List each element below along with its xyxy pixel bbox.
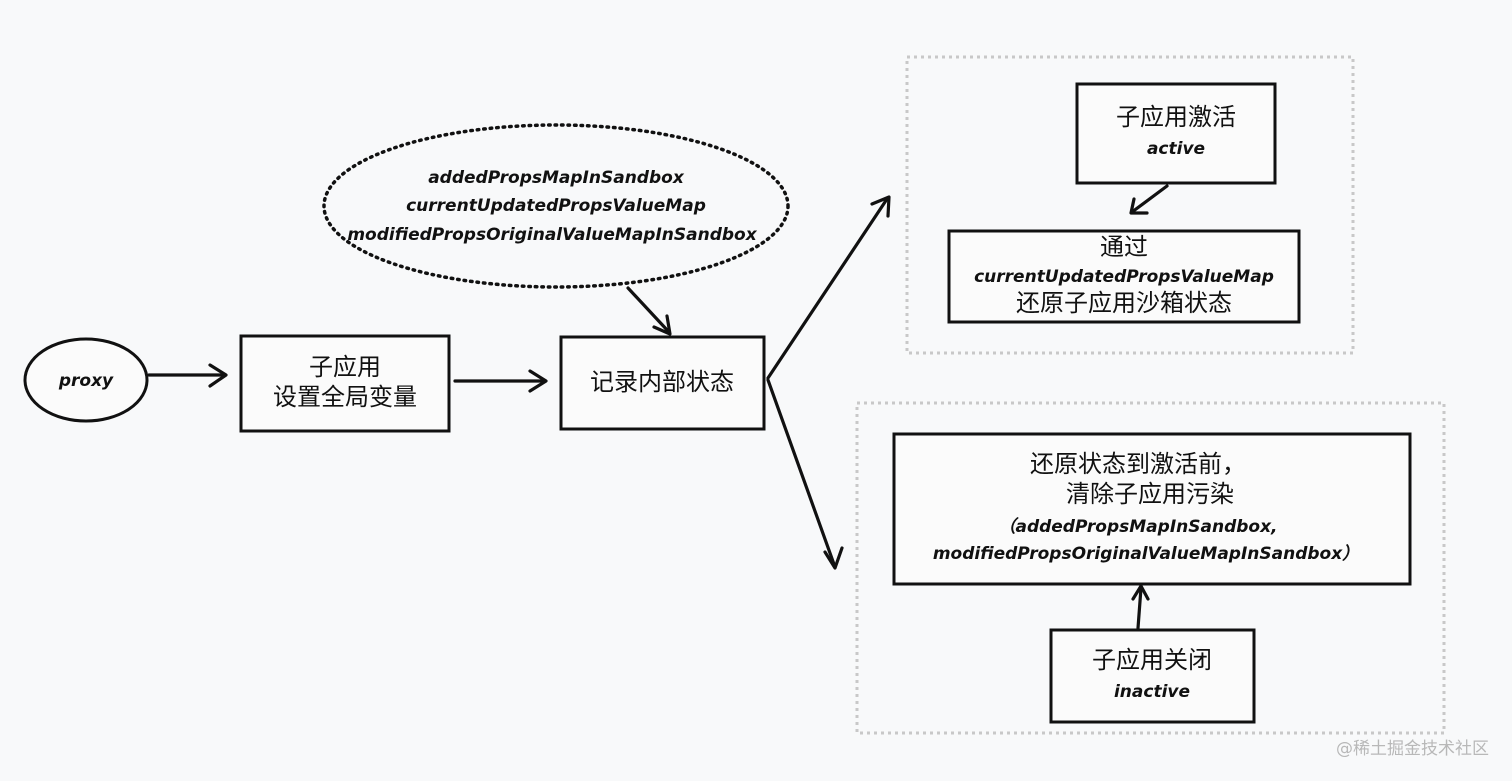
proxy-node — [23, 337, 149, 423]
record-state-node — [559, 335, 766, 431]
deactivate-subtitle: inactive — [1114, 682, 1190, 702]
deactivate-title: 子应用关闭 — [1092, 646, 1212, 674]
restore-before-line1: 还原状态到激活前， — [1030, 450, 1246, 478]
cloud-line2: currentUpdatedPropsValueMap — [406, 196, 706, 216]
set-globals-line2: 设置全局变量 — [273, 383, 417, 411]
arrow-record-to-active-group — [766, 195, 891, 380]
state-maps-cloud — [322, 123, 790, 289]
restore-before-line3: （addedPropsMapInSandbox, — [998, 517, 1277, 537]
arrow-activate-to-restore — [1129, 184, 1169, 215]
restore-sandbox-line2: currentUpdatedPropsValueMap — [974, 267, 1274, 287]
arrow-cloud-to-record — [626, 286, 672, 336]
activate-subtitle: active — [1147, 139, 1205, 159]
restore-before-node — [892, 432, 1412, 586]
arrow-deactivate-to-restore — [1131, 584, 1150, 630]
restore-before-line2: 清除子应用污染 — [1066, 480, 1234, 508]
activate-title: 子应用激活 — [1116, 103, 1236, 131]
watermark-text: @稀土掘金技术社区 — [1336, 739, 1489, 759]
proxy-label: proxy — [58, 371, 114, 391]
restore-sandbox-line1: 通过 — [1100, 233, 1148, 261]
restore-before-line4: modifiedPropsOriginalValueMapInSandbox） — [933, 544, 1359, 564]
record-state-label: 记录内部状态 — [590, 368, 734, 396]
activate-node — [1075, 82, 1277, 185]
restore-sandbox-node — [947, 229, 1301, 324]
set-globals-node — [239, 334, 451, 433]
arrow-record-to-inactive-group — [766, 378, 844, 570]
restore-sandbox-line3: 还原子应用沙箱状态 — [1016, 289, 1232, 317]
cloud-line1: addedPropsMapInSandbox — [428, 168, 685, 188]
inactive-group-frame — [855, 401, 1446, 735]
arrow-set-globals-to-record — [453, 369, 548, 393]
arrow-proxy-to-set-globals — [147, 363, 228, 388]
cloud-line3: modifiedPropsOriginalValueMapInSandbox — [347, 225, 757, 245]
deactivate-node — [1049, 628, 1256, 724]
set-globals-line1: 子应用 — [309, 353, 381, 381]
